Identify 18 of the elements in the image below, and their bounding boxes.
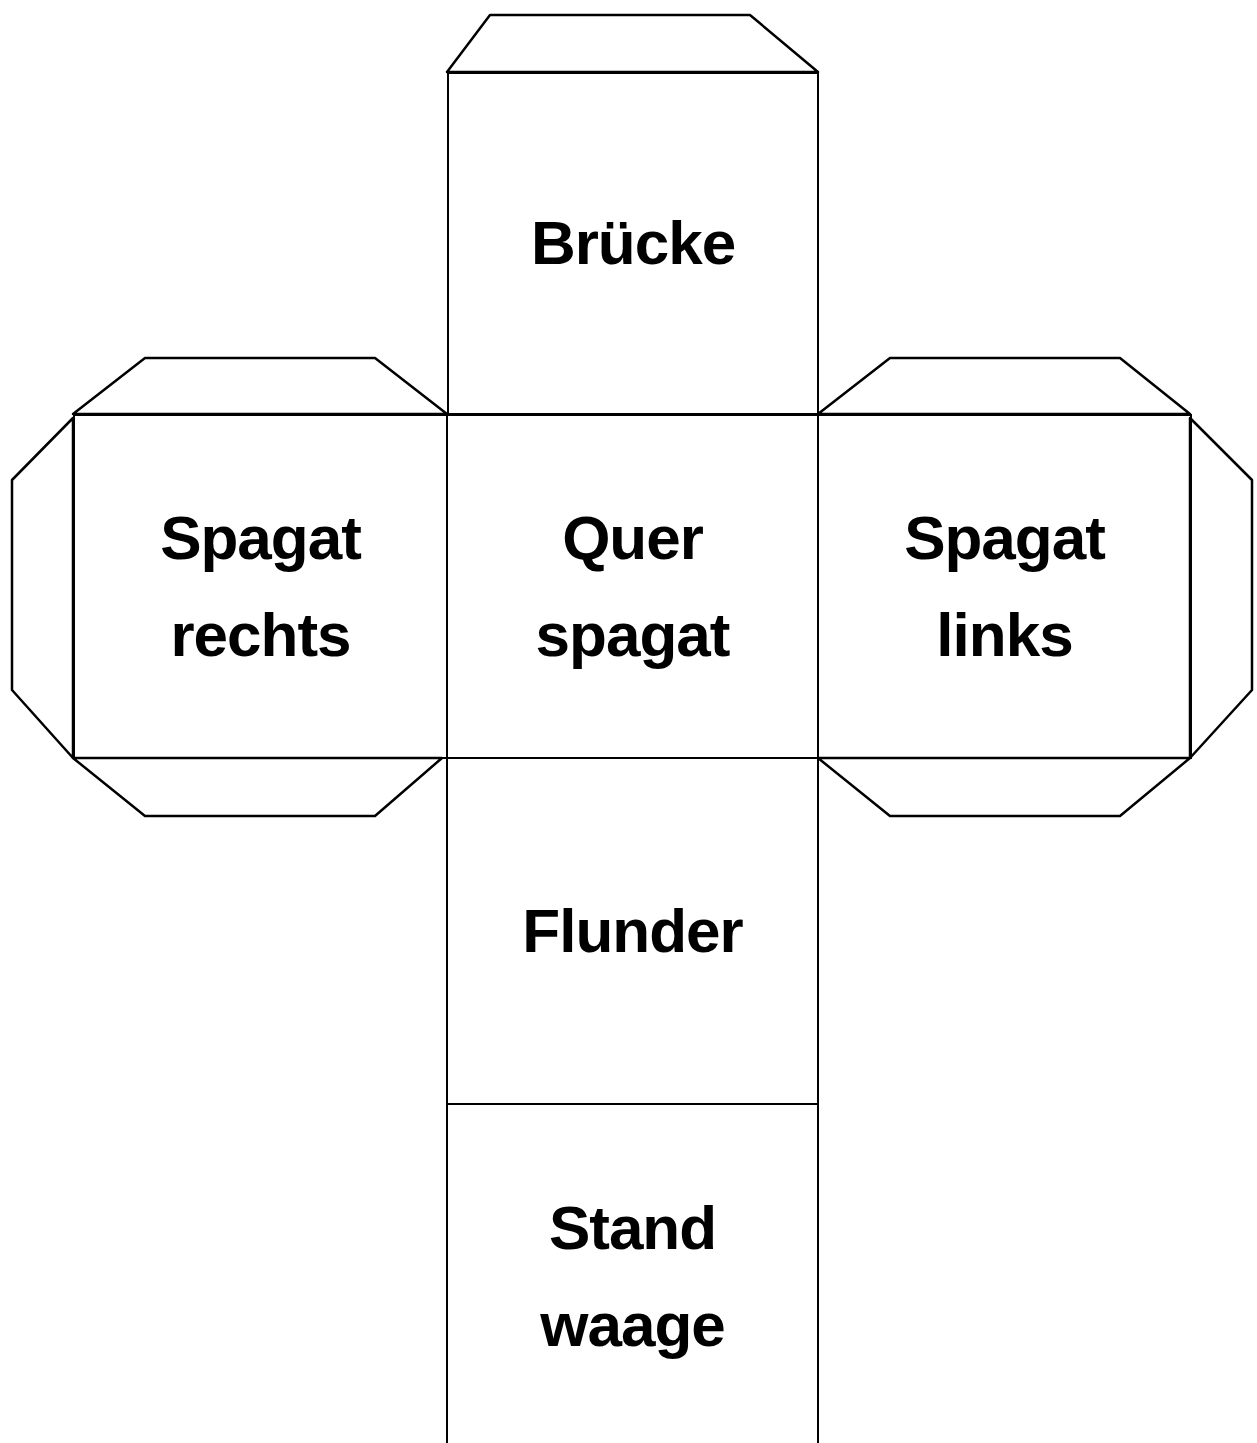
face-label: Flunder [522,894,743,967]
face-label: Spagat links [903,502,1106,671]
cube-face [446,757,819,1105]
cube-face [447,72,819,415]
glue-tab [71,356,449,416]
cube-face [817,414,1192,759]
glue-tab [445,13,820,74]
face-label: Stand waage [539,1192,726,1361]
cube-face [73,414,448,759]
glue-tab [816,756,1192,818]
face-label: Spagat rechts [159,502,362,671]
glue-tab [71,756,444,818]
glue-tab [1188,416,1254,760]
face-label: Brücke [530,207,736,280]
glue-tab [816,356,1192,416]
face-label: Quer spagat [534,502,731,671]
cube-face [446,1103,819,1443]
glue-tab [10,416,75,760]
